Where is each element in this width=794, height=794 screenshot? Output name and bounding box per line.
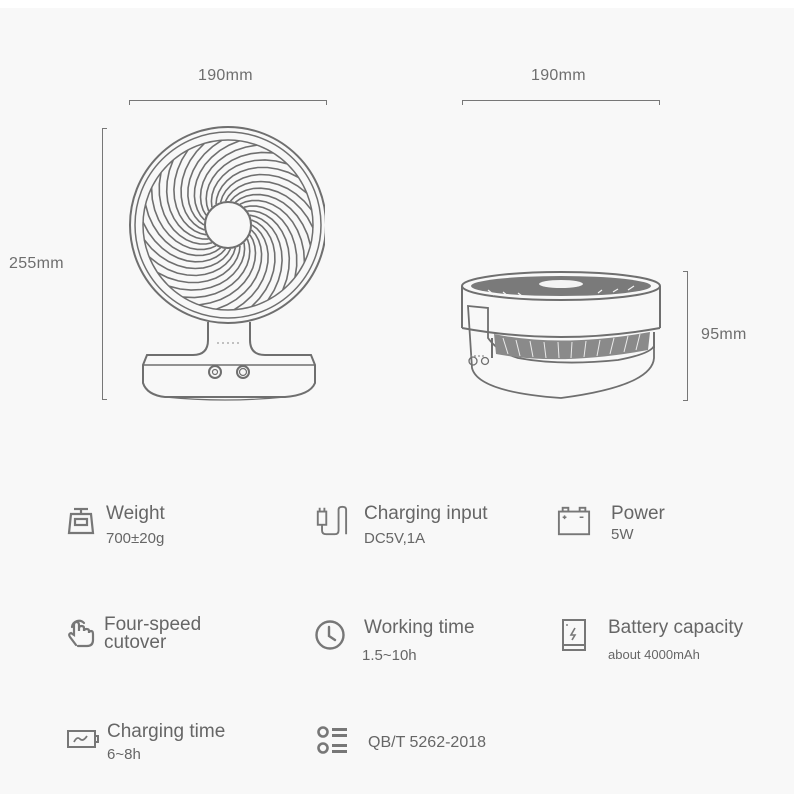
list-icon <box>316 724 350 758</box>
spec-title: Four-speed <box>104 614 202 635</box>
spec-weight: Weight 700±20g <box>64 504 165 548</box>
scale-icon <box>64 504 98 538</box>
hand-tap-icon <box>64 615 98 649</box>
charger-plug-icon <box>314 504 348 538</box>
spec-value: 700±20g <box>106 530 165 547</box>
spec-charging-input: Charging input DC5V,1A <box>314 504 488 548</box>
spec-title: Working time <box>364 617 475 638</box>
front-width-line <box>129 100 327 105</box>
spec-title: Battery capacity <box>608 617 744 638</box>
spec-working-time: Working time 1.5~10h <box>313 618 475 665</box>
battery-terminals-icon <box>557 504 591 538</box>
spec-title: Charging time <box>107 721 226 742</box>
battery-pack-icon <box>557 618 591 652</box>
spec-value: about 4000mAh <box>608 647 700 662</box>
spec-title: Power <box>611 503 665 524</box>
front-height-line <box>102 128 107 400</box>
fan-side-view <box>458 268 664 404</box>
fan-front-view <box>125 125 325 405</box>
top-band <box>0 0 794 8</box>
spec-title: Charging input <box>364 503 488 524</box>
spec-value: QB/T 5262-2018 <box>368 734 487 751</box>
clock-icon <box>313 618 347 652</box>
front-width-label: 190mm <box>198 67 253 84</box>
spec-title: Weight <box>106 503 165 524</box>
spec-title-line2: cutover <box>104 632 167 653</box>
spec-value: 6~8h <box>107 746 141 763</box>
side-height-label: 95mm <box>701 326 747 343</box>
side-width-label: 190mm <box>531 67 586 84</box>
spec-value: 5W <box>611 526 634 543</box>
front-height-label: 255mm <box>9 255 64 272</box>
spec-charging-time: Charging time 6~8h <box>66 722 225 764</box>
spec-value: 1.5~10h <box>362 647 417 664</box>
charging-battery-icon <box>66 722 100 756</box>
side-height-line <box>683 271 688 401</box>
spec-value: DC5V,1A <box>364 530 426 547</box>
spec-power: Power 5W <box>557 504 665 544</box>
spec-battery-capacity: Battery capacity about 4000mAh <box>557 618 743 664</box>
side-width-line <box>462 100 660 105</box>
spec-four-speed: Four-speed cutover <box>64 615 201 653</box>
spec-standard: QB/T 5262-2018 <box>316 724 486 758</box>
